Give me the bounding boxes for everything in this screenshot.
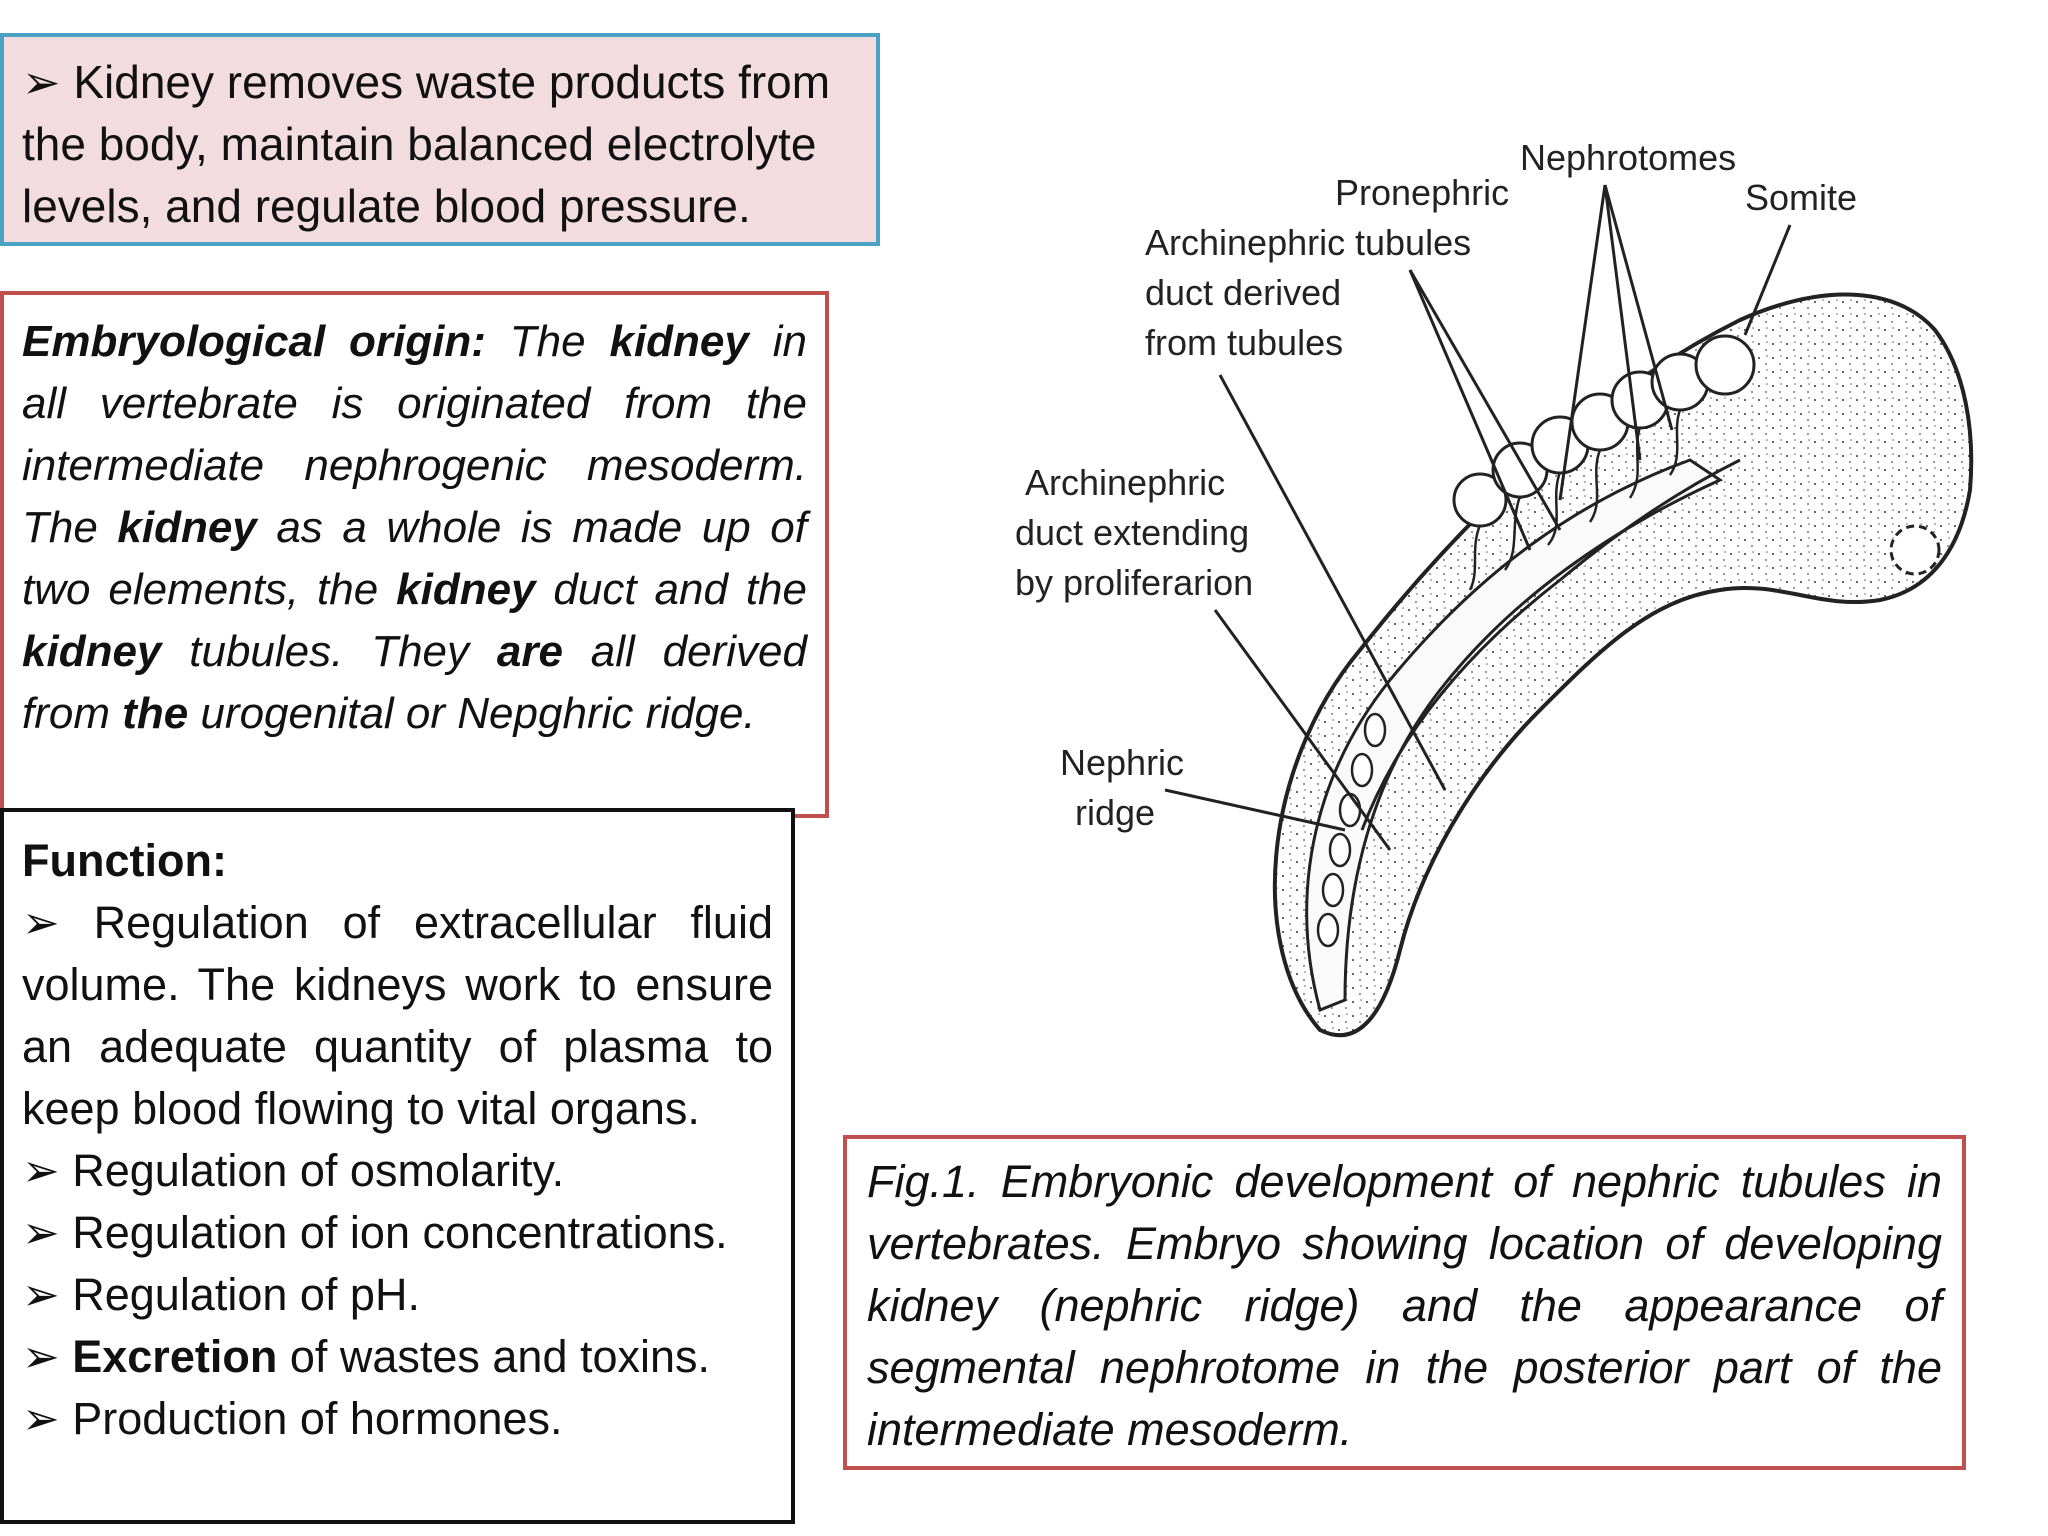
intro-text: Kidney removes waste products from the b… [22, 56, 831, 232]
label-nephrotomes: Nephrotomes [1520, 137, 1736, 178]
function-item-text: Regulation of extracellular fluid volume… [22, 897, 773, 1134]
embryo-body-outline [1272, 292, 1974, 1038]
bullet-arrow-icon: ➢ [22, 1145, 60, 1196]
function-item-text: Regulation of pH. [72, 1269, 420, 1320]
function-item: ➢ Production of hormones. [22, 1388, 773, 1450]
label-arch-derived-2: duct derived [1145, 272, 1341, 313]
label-arch-derived-1: Archinephric [1145, 222, 1345, 263]
figure-caption: Fig.1. Embryonic development of nephric … [867, 1156, 1942, 1455]
label-arch-ext-2: duct extending [1015, 512, 1249, 553]
origin-bold-1: kidney [609, 317, 749, 366]
embryo-diagram: Nephrotomes Pronephric tubules Somite Ar… [1015, 137, 1974, 1038]
label-pronephric-2: tubules [1355, 222, 1471, 263]
function-box: Function: ➢ Regulation of extracellular … [0, 808, 795, 1524]
head-vesicle [1889, 524, 1941, 576]
origin-text-3: as a whole is made up of two elements, t… [22, 503, 808, 614]
pronephric-tubules [1468, 409, 1682, 591]
origin-text-6: all derived from [22, 627, 807, 738]
origin-bold-3: kidney [396, 565, 536, 614]
diagram-labels: Nephrotomes Pronephric tubules Somite Ar… [1015, 137, 1857, 833]
bullet-arrow-icon: ➢ [22, 1269, 60, 1320]
function-title: Function: [22, 835, 227, 886]
embryological-origin-box: Embryological origin: The kidney in all … [0, 291, 829, 818]
origin-text-7: urogenital or Nepghric ridge. [188, 689, 756, 738]
function-item-text: Production of hormones. [72, 1393, 563, 1444]
bullet-arrow-icon: ➢ [22, 1207, 60, 1258]
posterior-segments [1316, 712, 1387, 948]
origin-text-2: in all vertebrate is originated from the… [22, 317, 807, 552]
function-item-text: Regulation of ion concentrations. [72, 1207, 728, 1258]
label-arch-derived-3: from tubules [1145, 322, 1343, 363]
function-item: ➢ Regulation of pH. [22, 1264, 773, 1326]
label-somite: Somite [1745, 177, 1857, 218]
intro-text-block: ➢ Kidney removes waste products from the… [22, 56, 830, 232]
label-nephric-1: Nephric [1060, 742, 1184, 783]
bullet-arrow-icon: ➢ [22, 897, 60, 948]
bullet-arrow-icon: ➢ [22, 1393, 60, 1444]
origin-text-4: duct and the [535, 565, 807, 614]
function-item: ➢ Regulation of osmolarity. [22, 1140, 773, 1202]
origin-bold-5: are [496, 627, 563, 676]
bullet-arrow-icon: ➢ [22, 1331, 60, 1382]
figure-caption-box: Fig.1. Embryonic development of nephric … [843, 1135, 1966, 1470]
origin-bold-2: kidney [117, 503, 257, 552]
origin-bold-6: the [122, 689, 189, 738]
function-item: ➢ Regulation of extracellular fluid volu… [22, 892, 773, 1140]
label-nephric-2: ridge [1075, 792, 1155, 833]
label-arch-ext-1: Archinephric [1025, 462, 1225, 503]
label-arch-ext-3: by proliferarion [1015, 562, 1253, 603]
function-item: ➢ Excretion of wastes and toxins. [22, 1326, 773, 1388]
origin-text-1: The [485, 317, 610, 366]
label-pronephric-1: Pronephric [1335, 172, 1509, 213]
leader-lines [1164, 184, 1792, 851]
origin-bold-4: kidney [22, 627, 162, 676]
nephric-ridge-band [1305, 458, 1724, 1013]
function-item: ➢ Regulation of ion concentrations. [22, 1202, 773, 1264]
archinephric-duct [1360, 458, 1741, 831]
function-item-text: Regulation of osmolarity. [72, 1145, 565, 1196]
intro-box: ➢ Kidney removes waste products from the… [0, 33, 880, 246]
origin-label: Embryological origin: [22, 317, 486, 366]
origin-text-5: tubules. They [161, 627, 497, 676]
bullet-arrow-icon: ➢ [22, 56, 61, 108]
function-item-bold: Excretion [72, 1331, 278, 1382]
function-item-text: of wastes and toxins. [277, 1331, 711, 1382]
